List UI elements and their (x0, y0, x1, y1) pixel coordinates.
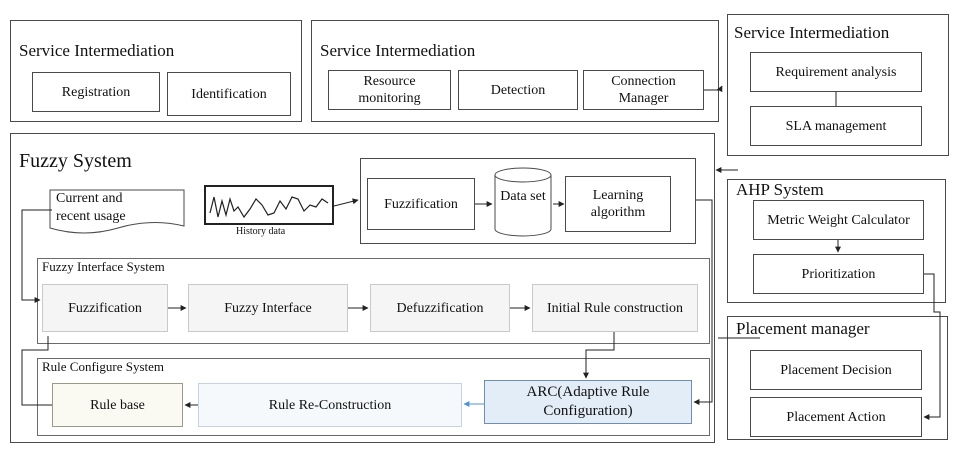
history-data-label: History data (236, 226, 286, 237)
prioritization-box[interactable]: Prioritization (753, 254, 924, 294)
identification-box[interactable]: Identification (167, 72, 291, 116)
panel-title: AHP System (736, 180, 824, 199)
panel-title: Placement manager (736, 319, 870, 338)
detection-box[interactable]: Detection (458, 70, 578, 110)
defuzzification-box[interactable]: Defuzzification (370, 284, 510, 332)
rule-reconstruction-box[interactable]: Rule Re-Construction (198, 383, 462, 427)
fuzzy-interface-box[interactable]: Fuzzy Interface (188, 284, 348, 332)
current-usage-document-shape (49, 189, 185, 234)
connection-manager-box[interactable]: Connection Manager (583, 70, 704, 110)
learning-fuzzification-box[interactable]: Fuzzification (367, 178, 475, 230)
metric-weight-calculator-box[interactable]: Metric Weight Calculator (753, 200, 924, 240)
rule-base-box[interactable]: Rule base (52, 383, 183, 427)
current-usage-label: Current and recent usage (56, 191, 126, 224)
initial-rule-construction-box[interactable]: Initial Rule construction (532, 284, 698, 332)
panel-title: Service Intermediation (19, 41, 175, 60)
panel-title: Service Intermediation (734, 23, 890, 42)
panel-title: Service Intermediation (320, 41, 476, 60)
registration-box[interactable]: Registration (32, 72, 160, 112)
resource-monitoring-box[interactable]: Resource monitoring (328, 70, 451, 110)
placement-decision-box[interactable]: Placement Decision (750, 350, 922, 390)
panel-title: Fuzzy System (19, 150, 132, 172)
placement-action-box[interactable]: Placement Action (750, 397, 922, 437)
arc-box[interactable]: ARC(Adaptive Rule Configuration) (484, 380, 692, 424)
panel-title: Rule Configure System (42, 359, 165, 374)
sla-management-box[interactable]: SLA management (750, 106, 922, 146)
learning-algorithm-box[interactable]: Learning algorithm (565, 176, 671, 232)
history-data-sparkline (209, 196, 329, 219)
panel-title: Fuzzy Interface System (42, 259, 165, 274)
data-set-cylinder (494, 167, 552, 237)
history-data-chart (204, 185, 334, 225)
data-set-label: Data set (500, 189, 546, 204)
requirement-analysis-box[interactable]: Requirement analysis (750, 52, 922, 92)
fis-fuzzification-box[interactable]: Fuzzification (42, 284, 168, 332)
